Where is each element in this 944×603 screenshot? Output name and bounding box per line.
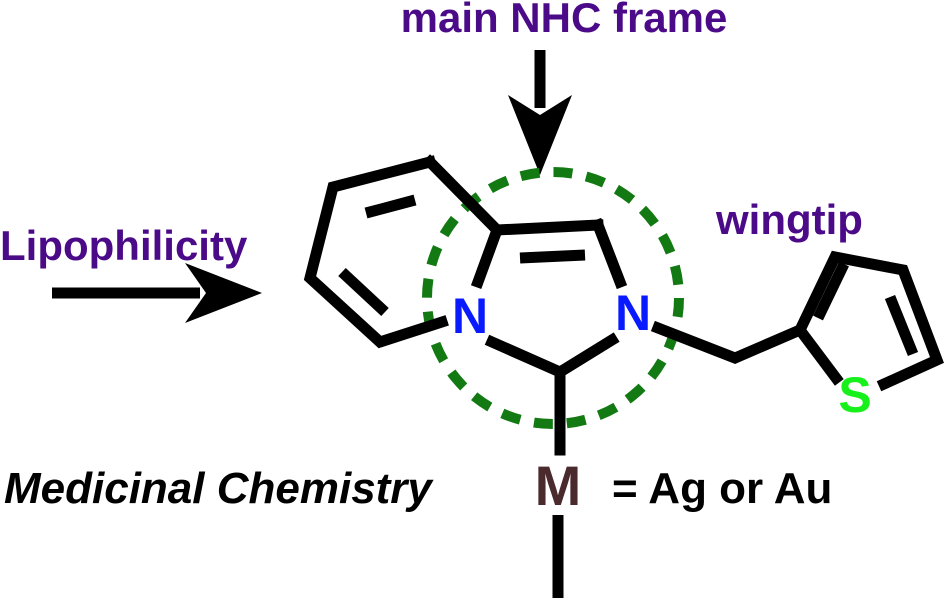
metal-atom: M [535,454,582,517]
benzene-ring [303,154,505,349]
lipophilicity-label: Lipophilicity [0,222,248,269]
nitrogen-left: N [452,288,488,344]
imidazole-ring [470,217,628,380]
thiophene-ring [792,250,944,392]
nitrogen-right: N [615,285,651,341]
medicinal-chemistry-label: Medicinal Chemistry [4,464,434,513]
metal-definition: = Ag or Au [612,464,832,513]
lipophilicity-arrow [52,263,262,323]
frame-label: main NHC frame [401,0,728,41]
nhc-highlight-circle [422,167,684,429]
methylene-link [650,320,808,364]
sulfur-atom: S [838,367,871,423]
wingtip-label: wingtip [715,196,863,243]
frame-arrow [508,50,572,175]
